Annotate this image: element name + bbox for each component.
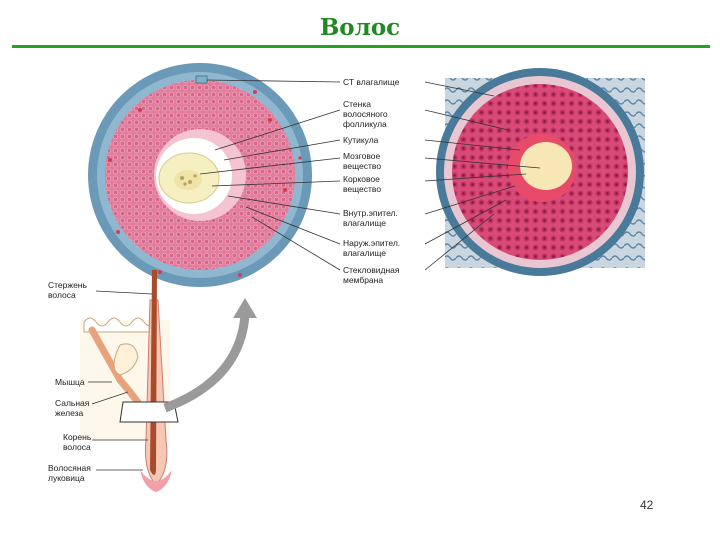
- cross-section-plane: [119, 401, 179, 423]
- label-myshtsa: Мышца: [55, 377, 85, 387]
- label-ct-vlagalishche: СТ влагалище: [343, 77, 400, 87]
- section-arrow: [163, 314, 250, 413]
- sebaceous-gland-shape: [113, 343, 139, 376]
- hair-shaft-shape: [150, 270, 157, 475]
- medulla: [174, 170, 202, 190]
- histology-micrograph: [436, 68, 645, 276]
- arrow-head: [233, 298, 257, 318]
- follicle-drawing: [80, 270, 179, 492]
- page-number: 42: [640, 498, 654, 512]
- muscle-shape: [88, 326, 144, 409]
- drawn-cross-section: [88, 63, 312, 287]
- leader-lines: [88, 79, 541, 471]
- title-underline: [12, 45, 710, 48]
- label-naruzh: Наруж.эпител.влагалище: [343, 238, 401, 258]
- page-title: Волос: [319, 14, 401, 41]
- label-vnutr: Внутр.эпител.влагалище: [343, 208, 398, 228]
- label-kutikula: Кутикула: [343, 135, 379, 145]
